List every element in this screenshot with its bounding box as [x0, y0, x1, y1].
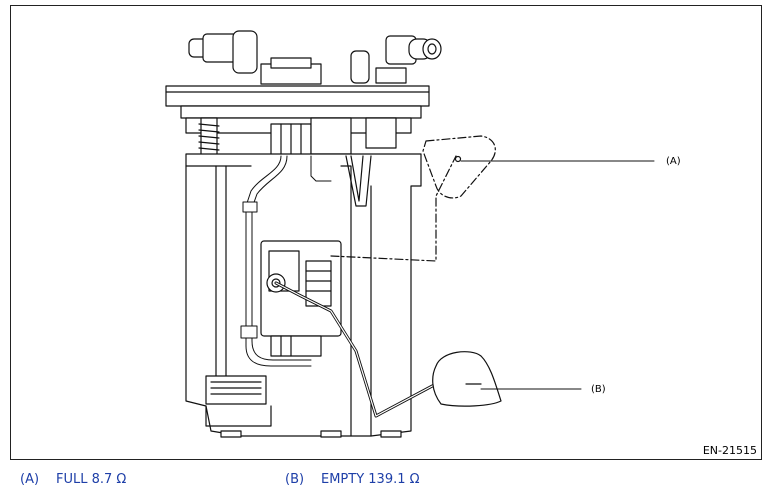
legend-text-b: EMPTY 139.1 Ω	[321, 472, 420, 487]
callout-a: (A)	[666, 156, 681, 167]
callout-b: (B)	[591, 384, 606, 395]
legend-key-b: (B)	[285, 472, 305, 487]
legend-key-a: (A)	[20, 472, 40, 487]
internal-wiring	[240, 155, 332, 367]
fuel-pump-diagram	[165, 30, 655, 438]
float-a-pivot	[454, 155, 462, 163]
legend-item-a: (A) FULL 8.7 Ω	[20, 472, 126, 487]
float-arm-full	[330, 135, 496, 262]
flange-plate	[165, 85, 430, 134]
spring-assembly	[198, 117, 397, 165]
float-arm-empty	[274, 281, 502, 418]
legend-text-a: FULL 8.7 Ω	[56, 472, 127, 487]
figure-id: EN-21515	[702, 444, 757, 457]
sender-unit	[260, 240, 342, 357]
top-pipes	[188, 30, 442, 85]
legend-item-b: (B) EMPTY 139.1 Ω	[285, 472, 420, 487]
diagram-frame: (A) (B) EN-21515	[10, 5, 762, 460]
